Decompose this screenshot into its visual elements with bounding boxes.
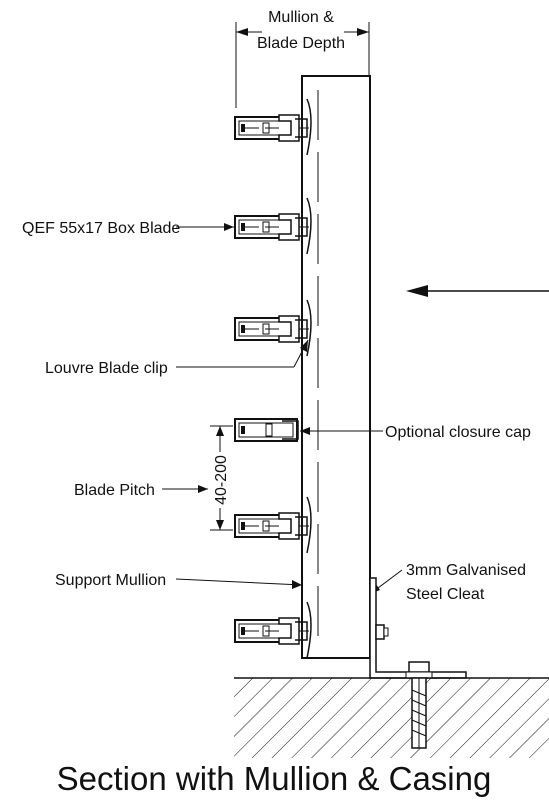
depth-label-line1: Mullion & bbox=[268, 9, 334, 26]
pitch-range-label: 40-200 bbox=[213, 455, 230, 505]
blade-clip-label: Louvre Blade clip bbox=[45, 360, 168, 377]
blade-6 bbox=[234, 601, 312, 659]
drawing-title: Section with Mullion & Casing bbox=[57, 760, 492, 797]
box-blade-label: QEF 55x17 Box Blade bbox=[22, 220, 180, 237]
blade-3 bbox=[234, 299, 312, 357]
airflow-arrow bbox=[406, 285, 549, 297]
depth-dimension: Mullion & Blade Depth bbox=[235, 9, 370, 108]
blade-2 bbox=[234, 197, 312, 255]
cleat-label-line2: Steel Cleat bbox=[406, 586, 485, 603]
casing bbox=[301, 75, 371, 659]
louvre-blades bbox=[234, 98, 312, 659]
concrete-base bbox=[234, 677, 549, 758]
closure-cap-label: Optional closure cap bbox=[385, 424, 531, 441]
support-mullion-label: Support Mullion bbox=[55, 572, 166, 589]
blade-5 bbox=[234, 496, 312, 554]
depth-label-line2: Blade Depth bbox=[257, 35, 345, 52]
blade-4 bbox=[234, 418, 299, 442]
blade-pitch-label: Blade Pitch bbox=[74, 482, 155, 499]
cleat-label-line1: 3mm Galvanised bbox=[406, 562, 526, 579]
pitch-dimension: 40-200 bbox=[210, 425, 233, 531]
steel-cleat bbox=[369, 577, 467, 679]
blade-1 bbox=[234, 98, 312, 156]
annotations: QEF 55x17 Box Blade Louvre Blade clip Op… bbox=[22, 220, 531, 603]
